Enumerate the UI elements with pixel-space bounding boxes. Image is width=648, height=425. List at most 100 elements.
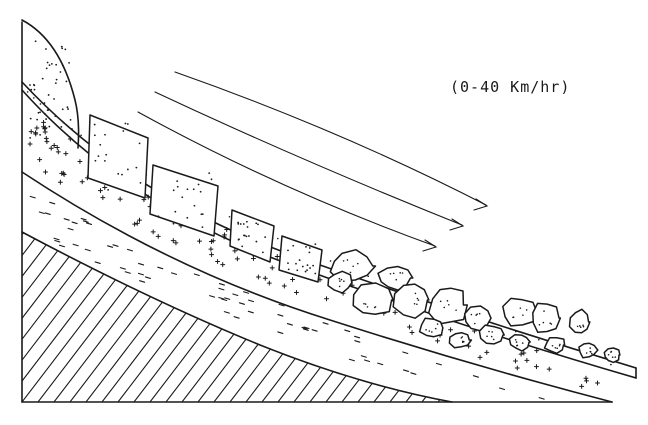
snow-block xyxy=(229,209,275,263)
rubble-chunk xyxy=(478,324,505,345)
slab-dot xyxy=(53,98,55,100)
sediment-dash xyxy=(223,311,230,314)
block-dot xyxy=(93,123,96,126)
rubble-dot xyxy=(343,280,345,283)
band-dot xyxy=(537,338,540,341)
plus-mark xyxy=(232,248,238,254)
plus-mark xyxy=(37,157,43,163)
sediment-dash xyxy=(278,303,285,307)
block-dot xyxy=(242,223,245,225)
slab-dot xyxy=(30,88,33,91)
sediment-dash xyxy=(193,273,200,277)
sediment-dash xyxy=(82,220,89,223)
block-dot xyxy=(308,247,311,249)
sediment-dash xyxy=(53,237,60,241)
rubble-dot xyxy=(346,259,349,261)
hatch-line xyxy=(69,232,201,402)
slab-dot xyxy=(65,80,68,83)
speed-annotation: (0-40 Km/hr) xyxy=(450,78,570,96)
sediment-dash xyxy=(157,266,164,270)
block-dot xyxy=(117,172,120,175)
plus-mark xyxy=(583,378,589,384)
rubble-dot xyxy=(389,272,392,275)
block-dot xyxy=(192,188,195,191)
rubble-chunk xyxy=(532,302,562,334)
block-dot xyxy=(126,168,129,171)
rubble-dot xyxy=(416,303,418,306)
slab-dot xyxy=(60,45,63,48)
plus-mark xyxy=(27,141,33,147)
sediment-dash xyxy=(402,351,409,355)
block-dot xyxy=(157,215,160,218)
sediment-dash xyxy=(139,280,146,283)
rubble-dot xyxy=(439,300,442,303)
plus-mark xyxy=(173,240,179,246)
plus-mark xyxy=(224,226,230,232)
sediment-dash xyxy=(248,299,255,303)
sliding-blocks xyxy=(87,114,323,283)
plus-mark xyxy=(51,143,57,149)
block-dot xyxy=(94,159,97,162)
rubble-dot xyxy=(363,302,365,305)
hatch-line xyxy=(213,232,345,402)
slab-dot xyxy=(59,71,62,73)
plus-mark xyxy=(41,119,47,125)
rubble-dot xyxy=(538,323,541,326)
hatch-line xyxy=(22,232,73,402)
plus-mark xyxy=(324,296,330,302)
rubble-dot xyxy=(556,347,559,350)
plus-mark xyxy=(54,145,60,151)
sediment-dash xyxy=(112,244,119,247)
block-dot xyxy=(197,183,200,186)
plus-mark xyxy=(208,246,214,252)
slab-dot xyxy=(69,118,72,121)
plus-mark xyxy=(41,124,47,130)
slab-dot xyxy=(46,61,49,64)
hatch-line xyxy=(22,232,89,402)
slab-dot xyxy=(36,118,39,121)
block-dot xyxy=(314,243,317,246)
rubble-dot xyxy=(349,271,352,274)
block-dot xyxy=(126,123,129,125)
plus-mark xyxy=(60,170,66,176)
rubble-chunk xyxy=(508,333,531,352)
plus-mark xyxy=(150,229,156,235)
block-dot xyxy=(305,245,307,248)
block-dot xyxy=(306,264,309,267)
slab-dot xyxy=(48,125,51,128)
slab-dot xyxy=(44,113,46,115)
sediment-dash xyxy=(218,287,225,291)
sediment-dash xyxy=(85,222,93,225)
rubble-dot xyxy=(582,325,585,328)
rubble-dot xyxy=(614,356,617,358)
snow-block xyxy=(87,114,149,199)
block-dot xyxy=(208,172,211,175)
hatch-line xyxy=(53,232,185,402)
block-dot xyxy=(199,190,202,193)
sediment-dash xyxy=(29,195,36,199)
rubble-chunk xyxy=(327,270,353,294)
sediment-dash xyxy=(144,276,151,279)
plus-mark xyxy=(392,309,398,315)
hatch-line xyxy=(165,232,297,402)
plus-mark xyxy=(534,348,540,354)
rubble-chunk xyxy=(418,317,444,338)
rubble-dot xyxy=(425,328,427,331)
slab-dot xyxy=(55,63,58,66)
plus-mark xyxy=(42,129,48,135)
plus-mark xyxy=(221,234,227,240)
plus-mark xyxy=(484,349,490,355)
sediment-dash xyxy=(354,340,361,343)
plus-mark xyxy=(512,358,518,364)
slab-dot xyxy=(66,106,69,109)
plus-mark xyxy=(546,366,552,372)
rubble-dot xyxy=(589,351,592,353)
plus-mark xyxy=(67,136,73,142)
rubble-dot xyxy=(488,330,490,333)
block-dot xyxy=(237,222,240,225)
slab-dot xyxy=(68,61,70,64)
hatch-line xyxy=(101,232,233,402)
sediment-dash xyxy=(224,297,231,300)
slab-dot xyxy=(67,108,69,110)
slab-dot xyxy=(47,94,50,96)
